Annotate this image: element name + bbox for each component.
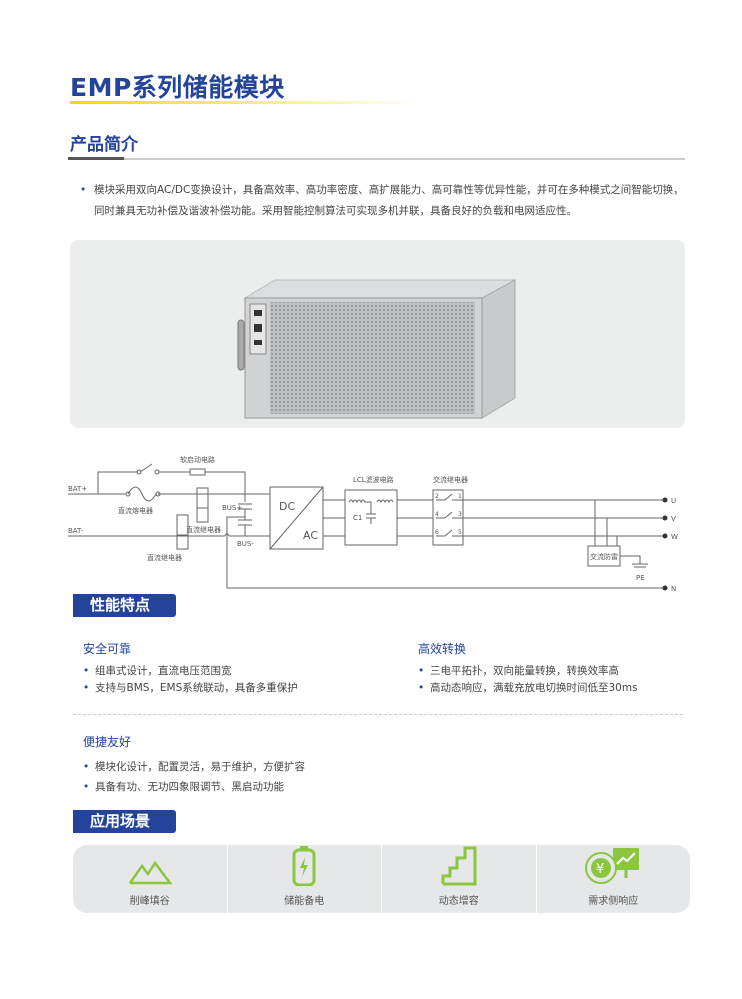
output-w: W bbox=[671, 533, 678, 541]
pin-label: 2 bbox=[435, 493, 439, 500]
label-dc-relay-2: 直流继电器 bbox=[147, 553, 182, 562]
pin-label: 6 bbox=[435, 529, 439, 536]
feature-title: 安全可靠 bbox=[83, 642, 132, 656]
application-item: ¥ 需求侧响应 bbox=[537, 845, 691, 913]
label-lcl: LCL滤波电路 bbox=[353, 475, 394, 484]
application-label: 动态增容 bbox=[438, 896, 479, 907]
label-bus-minus: BUS- bbox=[237, 540, 254, 548]
product-photo bbox=[70, 240, 685, 428]
label-bat-plus: BAT+ bbox=[68, 485, 87, 493]
label-dc-relay-1: 直流继电器 bbox=[186, 525, 221, 534]
feature-item: 高动态响应，满载充放电切换时间低至30ms bbox=[418, 680, 698, 697]
label-ac: AC bbox=[303, 529, 318, 542]
applications-panel: 削峰填谷 储能备电 动态增容 ¥ 需求侧响应 bbox=[73, 845, 690, 913]
stairs-icon bbox=[441, 846, 477, 886]
section-heading-intro: 产品简介 bbox=[70, 135, 138, 155]
label-bat-minus: BAT- bbox=[68, 527, 84, 535]
application-label: 削峰填谷 bbox=[129, 896, 170, 907]
application-item: 储能备电 bbox=[228, 845, 382, 913]
feature-group: 安全可靠 组串式设计，直流电压范围宽 支持与BMS，EMS系统联动，具备多重保护 bbox=[83, 640, 383, 697]
intro-text: 模块采用双向AC/DC变换设计，具备高效率、高功率密度、高扩展能力、高可靠性等优… bbox=[80, 180, 690, 222]
output-v: V bbox=[671, 515, 676, 523]
label-dc-fuse: 直流熔电器 bbox=[118, 506, 153, 515]
application-item: 削峰填谷 bbox=[73, 845, 228, 913]
pin-label: 1 bbox=[458, 493, 462, 500]
pin-label: 3 bbox=[458, 511, 462, 518]
output-u: U bbox=[671, 497, 676, 505]
feature-item: 模块化设计，配置灵活，易于维护，方便扩容 bbox=[83, 757, 383, 777]
label-ac-relay: 交流继电器 bbox=[433, 475, 468, 484]
divider-dashed bbox=[73, 714, 683, 715]
page-title: EMP系列储能模块 bbox=[70, 73, 285, 102]
battery-icon bbox=[292, 846, 316, 886]
divider bbox=[68, 158, 685, 160]
feature-group: 高效转换 三电平拓扑，双向能量转换，转换效率高 高动态响应，满载充放电切换时间低… bbox=[418, 640, 698, 697]
section-heading-features: 性能特点 bbox=[73, 594, 176, 617]
feature-item: 组串式设计，直流电压范围宽 bbox=[83, 663, 383, 680]
application-label: 储能备电 bbox=[284, 896, 325, 907]
feature-title: 高效转换 bbox=[418, 642, 467, 656]
pin-label: 4 bbox=[435, 511, 439, 518]
label-bus-plus: BUS+ bbox=[222, 504, 242, 512]
mountain-icon bbox=[128, 860, 173, 885]
title-underline bbox=[70, 101, 416, 104]
section-heading-applications: 应用场景 bbox=[73, 810, 176, 833]
circuit-diagram: 软启动电路 BAT+ BAT- 直流熔电器 直流继电器 直流继电器 BUS+ B… bbox=[68, 455, 678, 593]
label-dc: DC bbox=[279, 500, 295, 513]
label-c1: C1 bbox=[353, 514, 362, 522]
label-arrester: 交流防雷 bbox=[590, 552, 618, 561]
feature-item: 支持与BMS，EMS系统联动，具备多重保护 bbox=[83, 680, 383, 697]
feature-item: 三电平拓扑，双向能量转换，转换效率高 bbox=[418, 663, 698, 680]
application-label: 需求侧响应 bbox=[588, 896, 639, 907]
application-item: 动态增容 bbox=[382, 845, 537, 913]
output-n: N bbox=[671, 585, 676, 593]
feature-group: 便捷友好 模块化设计，配置灵活，易于维护，方便扩容 具备有功、无功四象限调节、黑… bbox=[83, 733, 383, 797]
yuan-chart-icon: ¥ bbox=[585, 848, 640, 884]
svg-text:¥: ¥ bbox=[596, 862, 604, 877]
divider-accent bbox=[68, 157, 124, 160]
feature-title: 便捷友好 bbox=[83, 735, 132, 749]
label-pe: PE bbox=[636, 574, 645, 582]
pin-label: 5 bbox=[458, 529, 462, 536]
feature-item: 具备有功、无功四象限调节、黑启动功能 bbox=[83, 777, 383, 797]
label-soft-start: 软启动电路 bbox=[180, 455, 215, 464]
storage-module-image bbox=[237, 279, 516, 419]
